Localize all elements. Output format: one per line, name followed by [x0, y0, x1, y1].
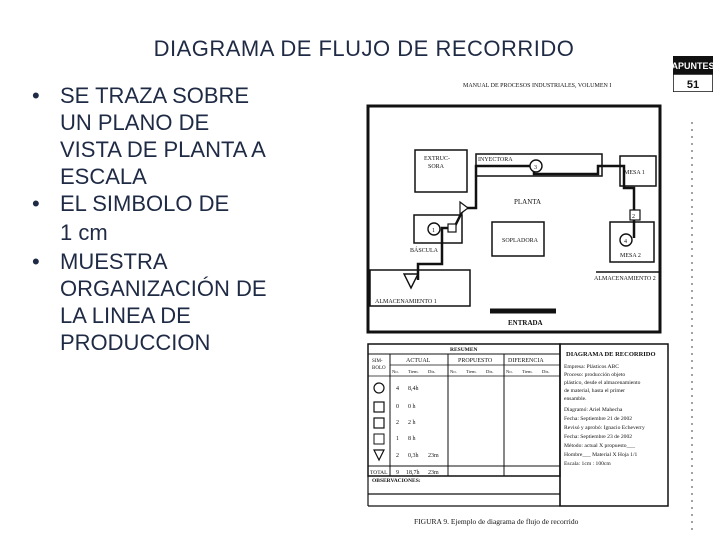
summary-table: RESUMEN SIM- BOLO ACTUAL PROPUESTO DIFER…	[367, 343, 561, 507]
info-line: Diagramó: Ariel Mahecha	[564, 407, 623, 413]
row-no: 4	[396, 386, 399, 392]
bullet-line: UN PLANO DE	[60, 110, 210, 135]
bullet-line: PRODUCCION	[60, 330, 211, 355]
bullet-simbolo: • EL SIMBOLO DE	[30, 190, 267, 217]
bullet-line: ORGANIZACIÓN DE	[60, 276, 267, 301]
bullet-line: VISTA DE PLANTA A	[60, 137, 266, 162]
row-no: 2	[396, 420, 399, 426]
label-mesa-1: MESA 1	[624, 170, 645, 176]
total-no: 9	[396, 470, 399, 476]
inspection-square-icon	[373, 417, 385, 429]
apuntes-badge: APUNTES 51	[673, 56, 713, 92]
slide-title: DIAGRAMA DE FLUJO DE RECORRIDO	[153, 36, 575, 61]
simbolo-1: SIM-	[372, 359, 383, 364]
label-inyectora: INYECTORA	[478, 157, 513, 163]
operation-circle-icon	[373, 382, 385, 394]
subhead: Tiem.	[522, 369, 533, 374]
total-label: TOTAL	[370, 470, 388, 476]
subhead: Tiem.	[466, 369, 477, 374]
scanned-page: MANUAL DE PROCESOS INDUSTRIALES, VOLUMEN…	[366, 83, 693, 532]
info-line: Hombre___ Material X Hoja 1/1	[564, 452, 638, 458]
inspection-square-icon	[447, 223, 457, 233]
info-line: Proceso: producción objeto	[564, 372, 625, 378]
figure-caption: FIGURA 9. Ejemplo de diagrama de flujo d…	[414, 517, 579, 526]
label-mesa-2: MESA 2	[620, 253, 641, 259]
row-no: 2	[396, 453, 399, 459]
total-dist: 23m	[428, 470, 439, 476]
operation-circle-icon	[529, 159, 543, 173]
step-3: 3	[534, 165, 537, 171]
delay-icon	[373, 433, 385, 445]
info-line: Empresa: Plásticos ABC	[564, 364, 619, 370]
badge-number: 51	[687, 79, 699, 91]
storage-triangle-icon	[402, 273, 420, 290]
info-line: de material, hasta el primer	[564, 388, 625, 394]
floor-plan: ENTRADA EXTRUC- SORA INYECTORA MESA 1 PL…	[366, 104, 662, 334]
label-extrusora-1: EXTRUC-	[424, 156, 450, 162]
info-line: Método: actual X propuesto___	[564, 443, 635, 449]
subhead: No.	[392, 369, 399, 374]
info-line: Fecha: Septiembre 21 de 2002	[564, 416, 632, 422]
info-line: plástico, desde el almacenamiento	[564, 380, 641, 386]
bullet-line: ESCALA	[60, 164, 147, 189]
label-almacenamiento-1: ALMACENAMIENTO 1	[375, 299, 437, 305]
info-heading: DIAGRAMA DE RECORRIDO	[566, 351, 656, 358]
info-block: DIAGRAMA DE RECORRIDO Empresa: Plásticos…	[559, 343, 669, 507]
info-line: Fecha: Septiembre 23 de 2002	[564, 434, 632, 440]
bullet-line: LA LINEA DE	[60, 303, 191, 328]
inspection-square-icon	[629, 209, 641, 221]
step-1: 1	[432, 228, 435, 234]
group-propuesto: PROPUESTO	[458, 358, 493, 364]
sub-line-scale: 1 cm	[60, 220, 108, 245]
subhead: Tiem.	[408, 369, 419, 374]
label-almacenamiento-2: ALMACENAMIENTO 2	[594, 276, 656, 282]
bullet-dot: •	[32, 83, 40, 108]
bullet-dot: •	[32, 249, 40, 274]
row-no: 1	[396, 436, 399, 442]
operation-circle-icon	[427, 222, 441, 236]
label-extrusora-2: SORA	[428, 164, 445, 170]
simbolo-2: BOLO	[372, 366, 386, 371]
row-time: 0 h	[408, 404, 416, 410]
row-time: 0,3h	[408, 453, 419, 459]
row-no: 0	[396, 404, 399, 410]
subhead: Dis.	[486, 369, 494, 374]
group-actual: ACTUAL	[406, 358, 431, 364]
bullet-line: EL SIMBOLO DE	[60, 191, 230, 216]
info-line: ensamble.	[564, 396, 587, 402]
bullet-line: MUESTRA	[60, 249, 168, 274]
bullet-dot: •	[32, 191, 40, 216]
row-dist: 23m	[428, 453, 439, 459]
step-2: 2	[632, 214, 635, 220]
manual-header: MANUAL DE PROCESOS INDUSTRIALES, VOLUMEN…	[463, 83, 611, 89]
storage-triangle-icon	[373, 449, 385, 462]
bullet-list: • SE TRAZA SOBRE UN PLANO DE VISTA DE PL…	[30, 82, 267, 356]
row-time: 8,4h	[408, 386, 419, 392]
operation-circle-icon	[619, 233, 633, 247]
inspection-square-icon	[373, 401, 385, 413]
label-entrada: ENTRADA	[508, 319, 543, 327]
bullet-line: SE TRAZA SOBRE	[60, 83, 250, 108]
transport-arrow-icon	[459, 200, 469, 216]
badge-label: APUNTES	[673, 61, 713, 71]
summary-title: RESUMEN	[450, 347, 478, 353]
label-planta: PLANTA	[514, 198, 541, 206]
subhead: Dis.	[428, 369, 436, 374]
info-line: Escala: 1cm : 100cm	[564, 461, 611, 467]
observaciones-label: OBSERVACIONES:	[372, 478, 421, 484]
row-time: 8 h	[408, 436, 416, 442]
group-diferencia: DIFERENCIA	[508, 358, 544, 364]
total-time: 18,7h	[406, 470, 420, 476]
info-line: Revisó y aprobó: Ignacio Echeverry	[564, 425, 645, 431]
row-time: 2 h	[408, 420, 416, 426]
subhead: No.	[506, 369, 513, 374]
step-4: 4	[624, 239, 627, 245]
subhead: Dis.	[542, 369, 550, 374]
label-sopladora: SOPLADORA	[502, 238, 539, 244]
bullet-trazado: • SE TRAZA SOBRE UN PLANO DE VISTA DE PL…	[30, 82, 267, 190]
bullet-organizacion: • MUESTRA ORGANIZACIÓN DE LA LINEA DE PR…	[30, 248, 267, 356]
subhead: No.	[450, 369, 457, 374]
label-bascula: BÁSCULA	[410, 246, 439, 254]
